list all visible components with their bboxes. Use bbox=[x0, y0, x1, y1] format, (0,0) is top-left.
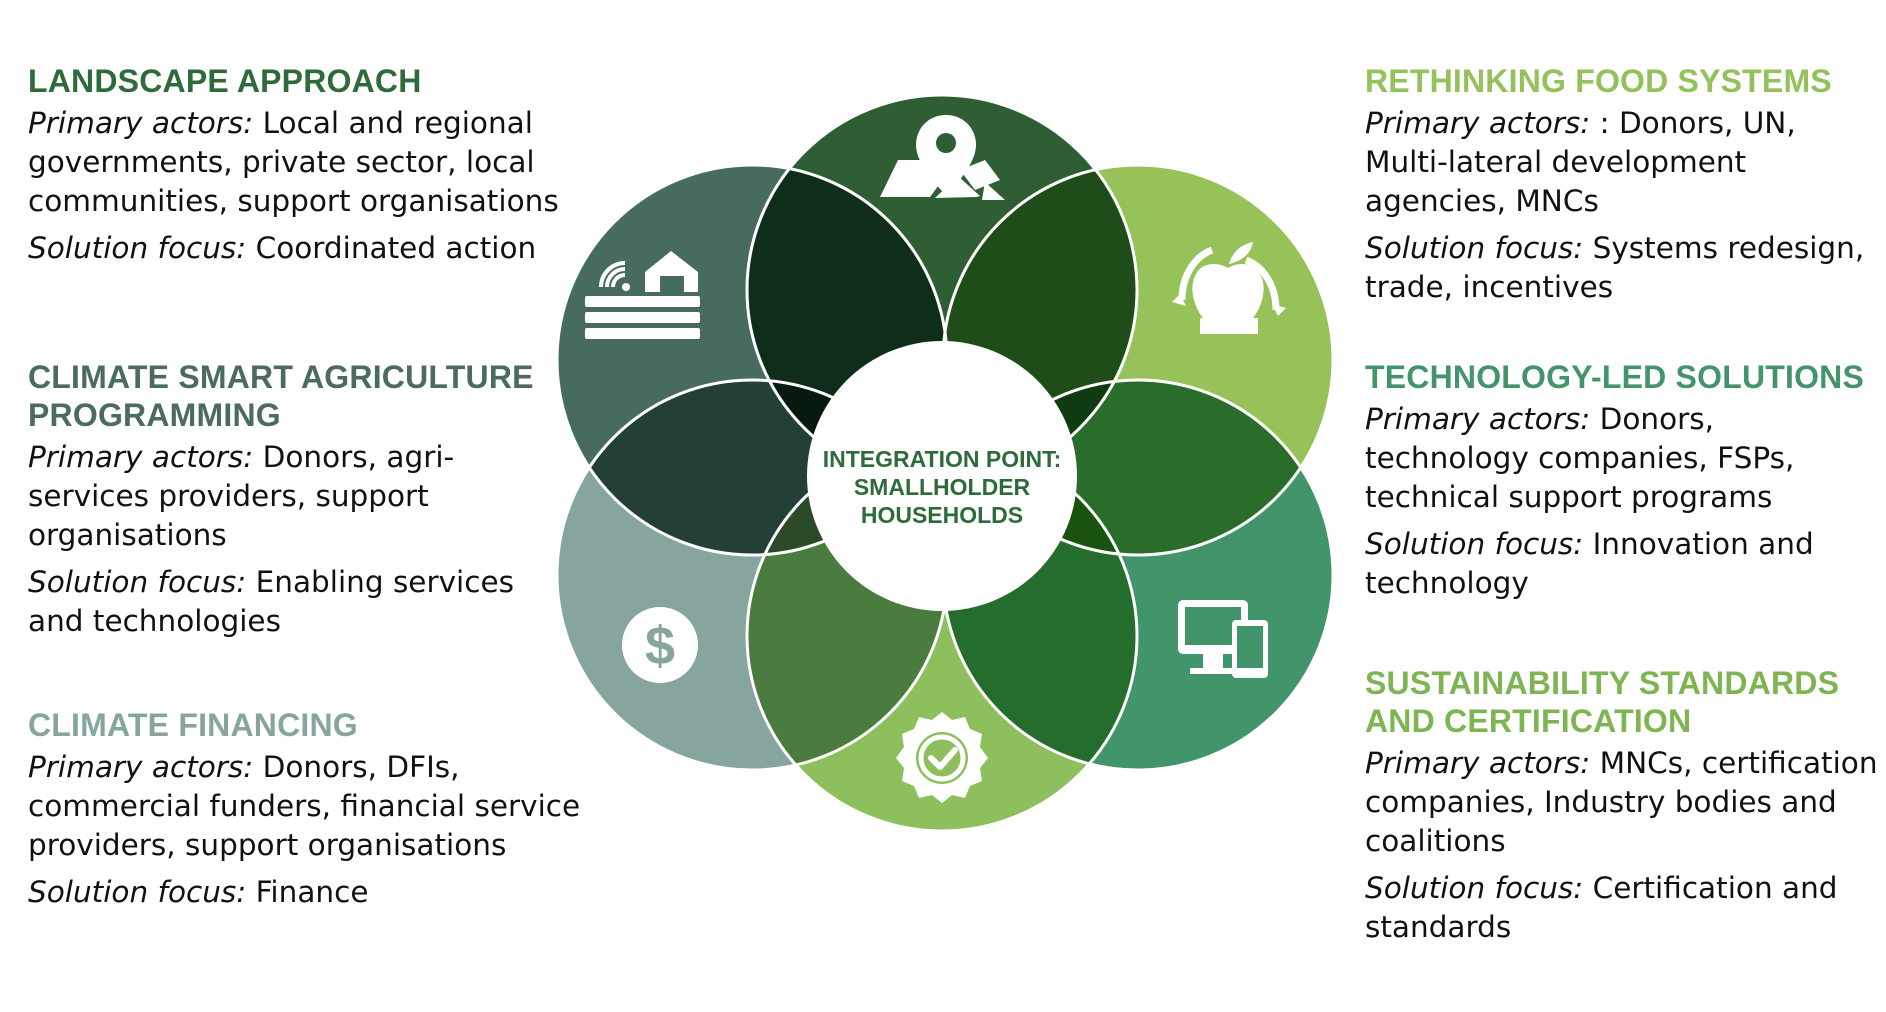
primary-actors-label: Primary actors: bbox=[1365, 402, 1591, 436]
climate-financing-title: CLIMATE FINANCING bbox=[28, 707, 358, 743]
integration-point-circle bbox=[807, 341, 1077, 611]
primary-actors-label: Primary actors: bbox=[1365, 106, 1591, 140]
dollar-coin-icon: $ bbox=[622, 607, 698, 683]
food-systems-title: RETHINKING FOOD SYSTEMS bbox=[1365, 63, 1832, 99]
csa-focus-text: Enabling services and technologies bbox=[28, 565, 514, 638]
solution-focus-label: Solution focus: bbox=[1365, 231, 1584, 265]
landscape-solution-focus: Solution focus: Coordinated action bbox=[28, 229, 588, 268]
rethinking-food-systems-block: RETHINKING FOOD SYSTEMS Primary actors: … bbox=[1365, 62, 1870, 315]
technology-primary-actors: Primary actors: Donors, technology compa… bbox=[1365, 400, 1870, 517]
solution-focus-label: Solution focus: bbox=[1365, 527, 1584, 561]
technology-actors-text: Donors, technology companies, FSPs, tech… bbox=[1365, 402, 1795, 514]
apple-recycle-icon bbox=[1172, 242, 1286, 334]
solution-focus-label: Solution focus: bbox=[1365, 871, 1584, 905]
smart-farm-icon bbox=[585, 251, 700, 339]
landscape-actors-text: Local and regional governments, private … bbox=[28, 106, 559, 218]
solution-focus-label: Solution focus: bbox=[28, 231, 247, 265]
svg-text:$: $ bbox=[645, 616, 675, 676]
solution-focus-label: Solution focus: bbox=[28, 875, 247, 909]
technology-led-solutions-block: TECHNOLOGY-LED SOLUTIONS Primary actors:… bbox=[1365, 358, 1870, 611]
food-primary-actors: Primary actors: : Donors, UN, Multi-late… bbox=[1365, 104, 1870, 221]
sustainability-standards-block: SUSTAINABILITY STANDARDS AND CERTIFICATI… bbox=[1365, 664, 1880, 955]
technology-focus-text: Innovation and technology bbox=[1365, 527, 1814, 600]
devices-icon bbox=[1178, 600, 1268, 678]
technology-title: TECHNOLOGY-LED SOLUTIONS bbox=[1365, 359, 1865, 395]
food-actors-text: : Donors, UN, Multi-lateral development … bbox=[1365, 106, 1796, 218]
primary-actors-label: Primary actors: bbox=[28, 750, 254, 784]
technology-solution-focus: Solution focus: Innovation and technolog… bbox=[1365, 525, 1870, 603]
solution-focus-label: Solution focus: bbox=[28, 565, 247, 599]
csa-title-line1: CLIMATE SMART AGRICULTURE bbox=[28, 359, 534, 395]
climate-financing-block: CLIMATE FINANCING Primary actors: Donors… bbox=[28, 706, 588, 920]
landscape-focus-text: Coordinated action bbox=[255, 231, 537, 265]
center-label-line1: INTEGRATION POINT: bbox=[823, 446, 1062, 472]
csa-title-line2: PROGRAMMING bbox=[28, 397, 281, 433]
csa-actors-text: Donors, agri-services providers, support… bbox=[28, 440, 455, 552]
sustainability-focus-text: Certification and standards bbox=[1365, 871, 1838, 944]
financing-primary-actors: Primary actors: Donors, DFIs, commercial… bbox=[28, 748, 588, 865]
sustainability-actors-text: MNCs, certification companies, Industry … bbox=[1365, 746, 1878, 858]
financing-actors-text: Donors, DFIs, commercial funders, financ… bbox=[28, 750, 581, 862]
csa-primary-actors: Primary actors: Donors, agri-services pr… bbox=[28, 438, 558, 555]
sustainability-primary-actors: Primary actors: MNCs, certification comp… bbox=[1365, 744, 1880, 861]
food-solution-focus: Solution focus: Systems redesign, trade,… bbox=[1365, 229, 1870, 307]
landscape-approach-block: LANDSCAPE APPROACH Primary actors: Local… bbox=[28, 62, 588, 276]
center-label-line2: SMALLHOLDER bbox=[854, 474, 1031, 500]
certified-badge-icon bbox=[896, 712, 988, 803]
primary-actors-label: Primary actors: bbox=[28, 106, 254, 140]
sustainability-title-line1: SUSTAINABILITY STANDARDS bbox=[1365, 665, 1840, 701]
financing-solution-focus: Solution focus: Finance bbox=[28, 873, 588, 912]
center-label-line3: HOUSEHOLDS bbox=[861, 502, 1023, 528]
sustainability-title-line2: AND CERTIFICATION bbox=[1365, 703, 1692, 739]
landscape-primary-actors: Primary actors: Local and regional gover… bbox=[28, 104, 588, 221]
csa-programming-block: CLIMATE SMART AGRICULTURE PROGRAMMING Pr… bbox=[28, 358, 558, 649]
primary-actors-label: Primary actors: bbox=[1365, 746, 1591, 780]
sustainability-solution-focus: Solution focus: Certification and standa… bbox=[1365, 869, 1880, 947]
csa-solution-focus: Solution focus: Enabling services and te… bbox=[28, 563, 558, 641]
map-pin-icon bbox=[880, 115, 1005, 200]
primary-actors-label: Primary actors: bbox=[28, 440, 254, 474]
landscape-approach-title: LANDSCAPE APPROACH bbox=[28, 63, 422, 99]
financing-focus-text: Finance bbox=[255, 875, 369, 909]
food-focus-text: Systems redesign, trade, incentives bbox=[1365, 231, 1865, 304]
